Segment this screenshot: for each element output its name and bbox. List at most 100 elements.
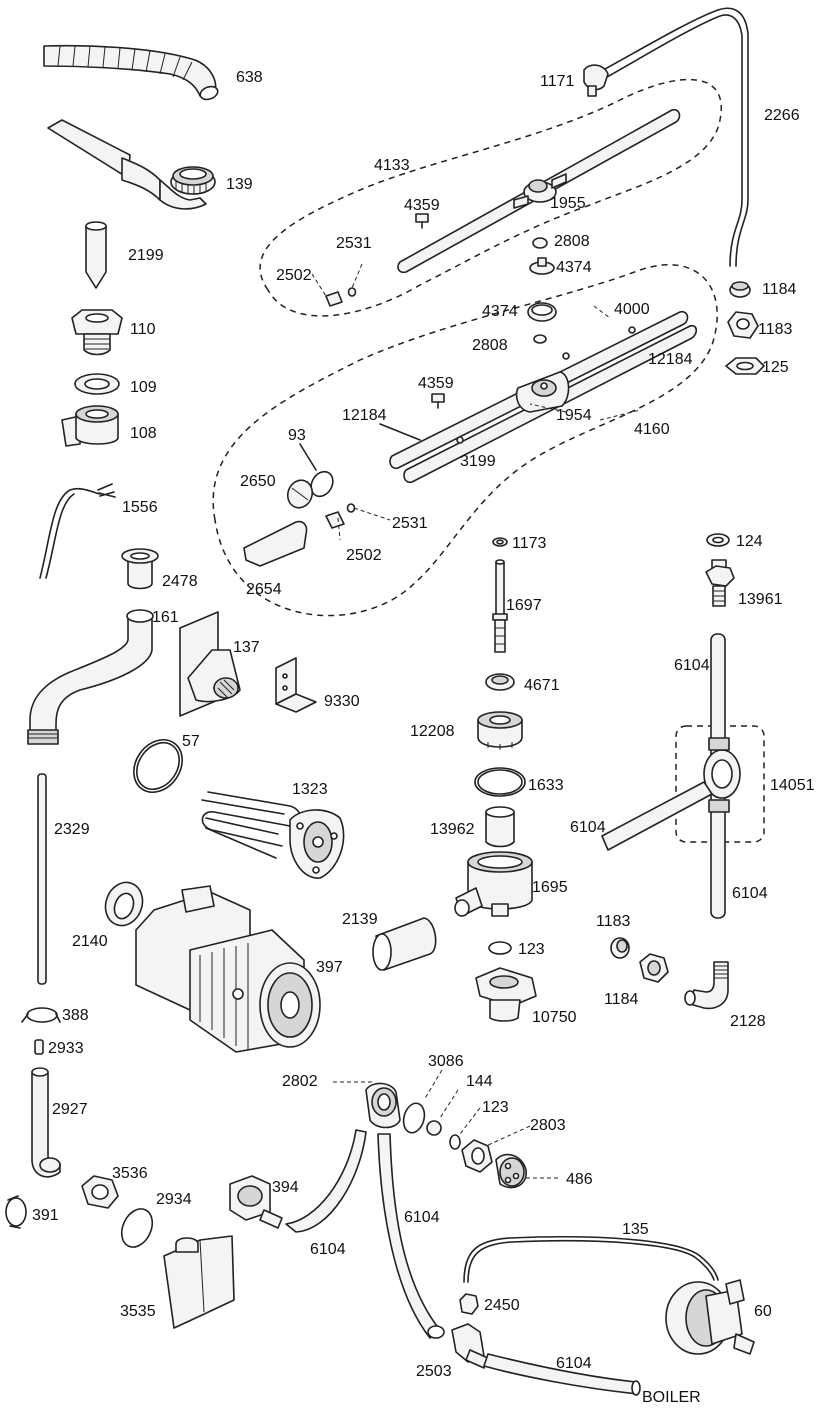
label-2140: 2140 (72, 933, 108, 950)
label-4160: 4160 (634, 421, 670, 438)
washer-1173-hole (496, 539, 504, 545)
o-ring-2531-lower (346, 503, 356, 513)
sleeve-13962 (485, 806, 515, 848)
hose-to-boiler-end (631, 1380, 641, 1396)
fitting-2450 (459, 1293, 479, 1315)
label-12208: 12208 (410, 723, 455, 740)
o-ring-93 (310, 470, 334, 498)
hose-clamp-391-ears (7, 1195, 21, 1229)
rinse-injector (495, 1153, 527, 1189)
supply-tube (595, 7, 749, 267)
screw-4359-upper (415, 213, 429, 229)
label-1954: 1954 (556, 407, 592, 424)
union-nut (461, 1139, 493, 1173)
elbow-fitting (61, 405, 119, 447)
hose-left-to-valve (285, 1129, 367, 1233)
label-109: 109 (130, 379, 157, 396)
label-4359-upper: 4359 (404, 197, 440, 214)
hex-nut-fitting (71, 309, 123, 356)
gasket-2654 (243, 520, 308, 567)
label-6104-top: 6104 (674, 657, 710, 674)
label-93: 93 (288, 427, 306, 444)
label-6104-hose-mid: 6104 (404, 1209, 440, 1226)
label-2650: 2650 (240, 473, 276, 490)
label-125: 125 (762, 359, 789, 376)
label-135: 135 (622, 1221, 649, 1238)
angle-bracket (275, 657, 317, 713)
elbow-tube-2128 (684, 961, 729, 1010)
label-1695: 1695 (532, 879, 568, 896)
label-1184-lower: 1184 (604, 991, 639, 1008)
label-4671: 4671 (524, 677, 560, 694)
diagonal-tube (601, 781, 713, 851)
label-1184-upper: 1184 (762, 281, 797, 298)
pump-motor (135, 885, 321, 1053)
label-4374-lower: 4374 (482, 303, 518, 320)
o-ring-1633-inner (477, 769, 523, 795)
label-2933: 2933 (48, 1040, 84, 1057)
gasket-3086 (402, 1102, 426, 1134)
grommet (104, 881, 144, 927)
label-2450: 2450 (484, 1297, 520, 1314)
hose-clamp-388 (26, 1007, 58, 1023)
label-2478: 2478 (162, 573, 198, 590)
label-6104-left: 6104 (570, 819, 606, 836)
nut-1183-lower (610, 937, 630, 959)
label-1955: 1955 (550, 195, 586, 212)
label-6104-hose-bottom: 6104 (556, 1355, 592, 1372)
label-161: 161 (152, 609, 179, 626)
leader-lines (299, 263, 641, 1179)
label-110: 110 (130, 321, 156, 338)
lower-arm-hub (515, 371, 570, 413)
label-2139: 2139 (342, 911, 378, 928)
label-14051: 14051 (770, 777, 815, 794)
label-2934: 2934 (156, 1191, 192, 1208)
label-1633: 1633 (528, 777, 564, 794)
label-1183-lower: 1183 (596, 913, 631, 930)
tube-elbow-nut (583, 64, 609, 97)
label-2803: 2803 (530, 1117, 566, 1134)
cap-1184-upper (729, 281, 751, 298)
washer-2808-lower (533, 334, 547, 344)
flat-washer-hole (84, 378, 110, 390)
label-60: 60 (754, 1303, 772, 1320)
wire-cable (39, 483, 116, 579)
drain-housing-1695 (454, 851, 533, 917)
label-124: 124 (736, 533, 763, 550)
upper-wash-arm-assembly-outline (259, 78, 723, 317)
label-2802: 2802 (282, 1073, 318, 1090)
heating-element (201, 791, 345, 879)
label-9330: 9330 (324, 693, 360, 710)
small-pin (34, 1039, 44, 1055)
drain-shaft (492, 559, 508, 653)
fitting-13961 (705, 559, 735, 607)
label-2502-lower: 2502 (346, 547, 382, 564)
label-6104-bottom: 6104 (732, 885, 768, 902)
threaded-fitting (81, 1175, 119, 1209)
label-2502-upper: 2502 (276, 267, 312, 284)
label-123-lower: 123 (482, 1099, 509, 1116)
label-13961: 13961 (738, 591, 783, 608)
label-388: 388 (62, 1007, 89, 1024)
o-ring-large (133, 739, 183, 793)
label-139: 139 (226, 176, 253, 193)
solenoid-valve (229, 1175, 283, 1229)
label-108: 108 (130, 425, 157, 442)
nozzle-2502-lower (325, 511, 345, 529)
cap-4374-lower (527, 302, 557, 322)
cap-1184-lower (639, 953, 669, 983)
label-123-mid: 123 (518, 941, 545, 958)
upper-arm-hub (513, 173, 567, 209)
o-ring-large-inner (136, 742, 180, 790)
flanged-sleeve (121, 548, 159, 590)
box-cover (163, 1235, 235, 1329)
label-3199: 3199 (460, 453, 496, 470)
label-1173: 1173 (512, 535, 547, 552)
label-1323: 1323 (292, 781, 328, 798)
washer-124-hole (712, 536, 724, 544)
label-1556: 1556 (122, 499, 158, 516)
wire-cable-inner (45, 493, 75, 579)
label-boiler: BOILER (642, 1389, 701, 1406)
label-3535: 3535 (120, 1303, 156, 1320)
